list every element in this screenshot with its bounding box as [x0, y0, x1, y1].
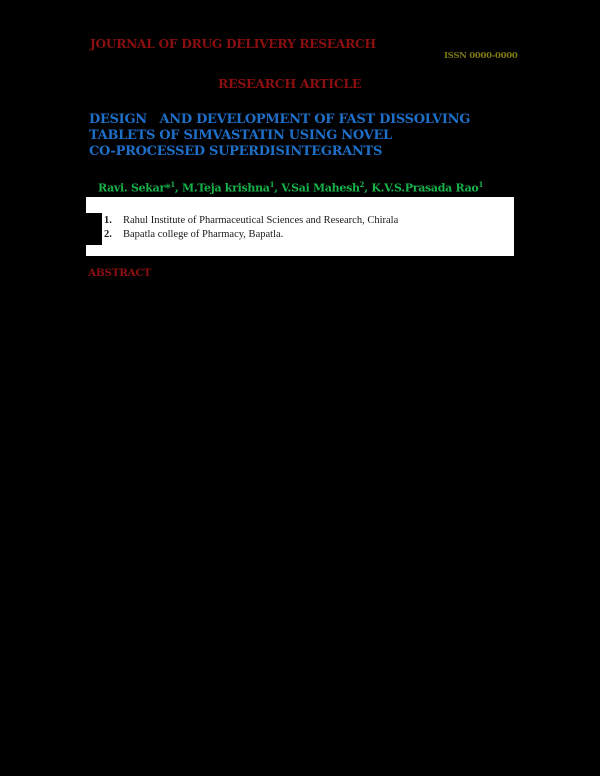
paper-title-line: CO-PROCESSED SUPERDISINTEGRANTS: [89, 144, 383, 159]
affiliations-box: [86, 197, 514, 256]
abstract-heading: ABSTRACT: [88, 267, 152, 279]
author-separator: ,: [274, 181, 282, 195]
affiliation-item: 1. Rahul Institute of Pharmaceutical Sci…: [104, 214, 398, 228]
affiliation-number: 2.: [104, 229, 112, 240]
author-affil-mark: 1: [478, 180, 484, 189]
author-name: Ravi. Sekar*: [98, 181, 171, 195]
affiliations-list: 1. Rahul Institute of Pharmaceutical Sci…: [104, 214, 398, 242]
author-list: Ravi. Sekar*1, M.Teja krishna1, V.Sai Ma…: [98, 180, 483, 195]
author-name: V.Sai Mahesh: [281, 181, 360, 195]
paper-title: DESIGN AND DEVELOPMENT OF FAST DISSOLVIN…: [89, 112, 470, 160]
issn-label: ISSN 0000-0000: [444, 51, 518, 61]
affiliations-box-notch: [86, 213, 102, 245]
author-affil-mark: 1: [170, 180, 175, 189]
author-name: K.V.S.Prasada Rao: [371, 181, 479, 195]
author-affil-mark: 1: [269, 180, 275, 189]
affiliation-number: 1.: [104, 215, 112, 226]
journal-title: JOURNAL OF DRUG DELIVERY RESEARCH: [90, 36, 376, 51]
article-type-heading: RESEARCH ARTICLE: [218, 76, 362, 91]
affiliation-text: Bapatla college of Pharmacy, Bapatla.: [123, 229, 284, 240]
author-name: M.Teja krishna: [182, 181, 270, 195]
author-separator: ,: [364, 181, 372, 195]
affiliation-item: 2. Bapatla college of Pharmacy, Bapatla.: [104, 228, 398, 242]
affiliation-text: Rahul Institute of Pharmaceutical Scienc…: [123, 215, 399, 226]
author-separator: ,: [174, 181, 183, 195]
paper-title-line: TABLETS OF SIMVASTATIN USING NOVEL: [89, 128, 392, 143]
paper-title-line: DESIGN AND DEVELOPMENT OF FAST DISSOLVIN…: [89, 112, 471, 127]
author-affil-mark: 2: [359, 180, 365, 189]
